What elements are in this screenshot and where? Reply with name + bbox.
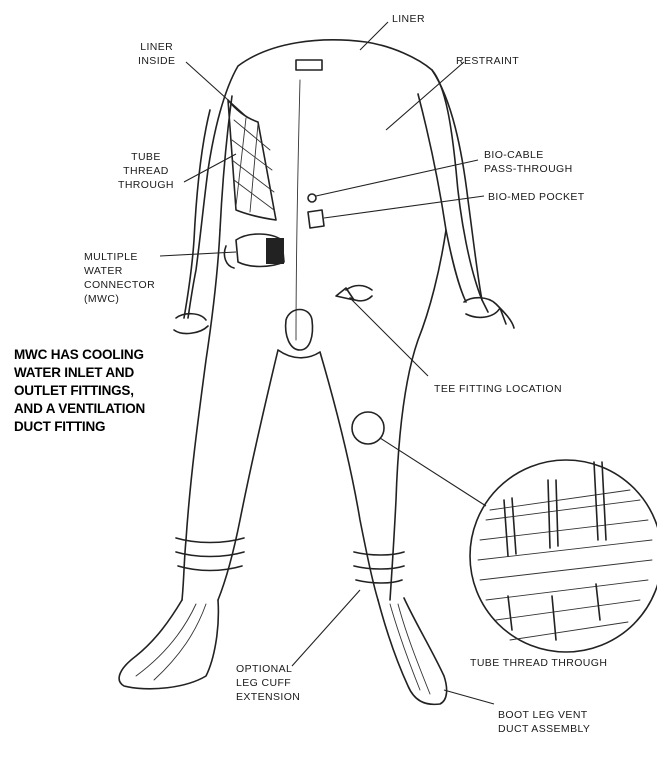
right-boot (378, 598, 447, 704)
label-tube-thread-through: TUBETHREADTHROUGH (118, 150, 174, 192)
leader-liner-inside (186, 62, 248, 118)
right-leg-cuff (354, 552, 404, 583)
label-bio-cable: BIO-CABLEPASS-THROUGH (484, 148, 573, 176)
label-restraint: RESTRAINT (456, 54, 519, 68)
tube-location-circle (352, 412, 384, 444)
trunk-right-side (390, 230, 446, 600)
label-tee-fitting: TEE FITTING LOCATION (434, 382, 562, 396)
right-cuff (464, 298, 514, 328)
leader-tee (352, 300, 428, 376)
bio-cable-port (308, 194, 316, 202)
left-arm (184, 96, 232, 318)
crotch-loop (286, 310, 313, 351)
tube-detail-magnifier (380, 438, 657, 652)
centre-seam (296, 80, 300, 340)
mwc-note: MWC HAS COOLINGWATER INLET ANDOUTLET FIT… (14, 346, 224, 436)
left-cuff (174, 314, 208, 334)
inner-legs (218, 350, 378, 600)
bio-med-pocket-shape (308, 210, 324, 228)
label-liner-inside: LINERINSIDE (138, 40, 175, 68)
label-multiple-water-connector: MULTIPLEWATERCONNECTOR(MWC) (84, 250, 155, 306)
left-boot (119, 600, 218, 689)
label-liner: LINER (392, 12, 425, 26)
collar-tab (296, 60, 322, 70)
mwc-connector (224, 234, 284, 268)
leader-boot-vent (444, 690, 494, 704)
label-bio-med-pocket: BIO-MED POCKET (488, 190, 585, 204)
liner-inside-panel (228, 100, 276, 220)
leader-bio-cable (316, 160, 478, 196)
label-tube-thread-detail: TUBE THREAD THROUGH (470, 656, 607, 670)
label-optional-leg-cuff: OPTIONALLEG CUFFEXTENSION (236, 662, 300, 704)
liner-hatch (232, 118, 274, 212)
label-boot-leg-vent: BOOT LEG VENTDUCT ASSEMBLY (498, 708, 590, 736)
leader-leg-cuff (292, 590, 360, 666)
